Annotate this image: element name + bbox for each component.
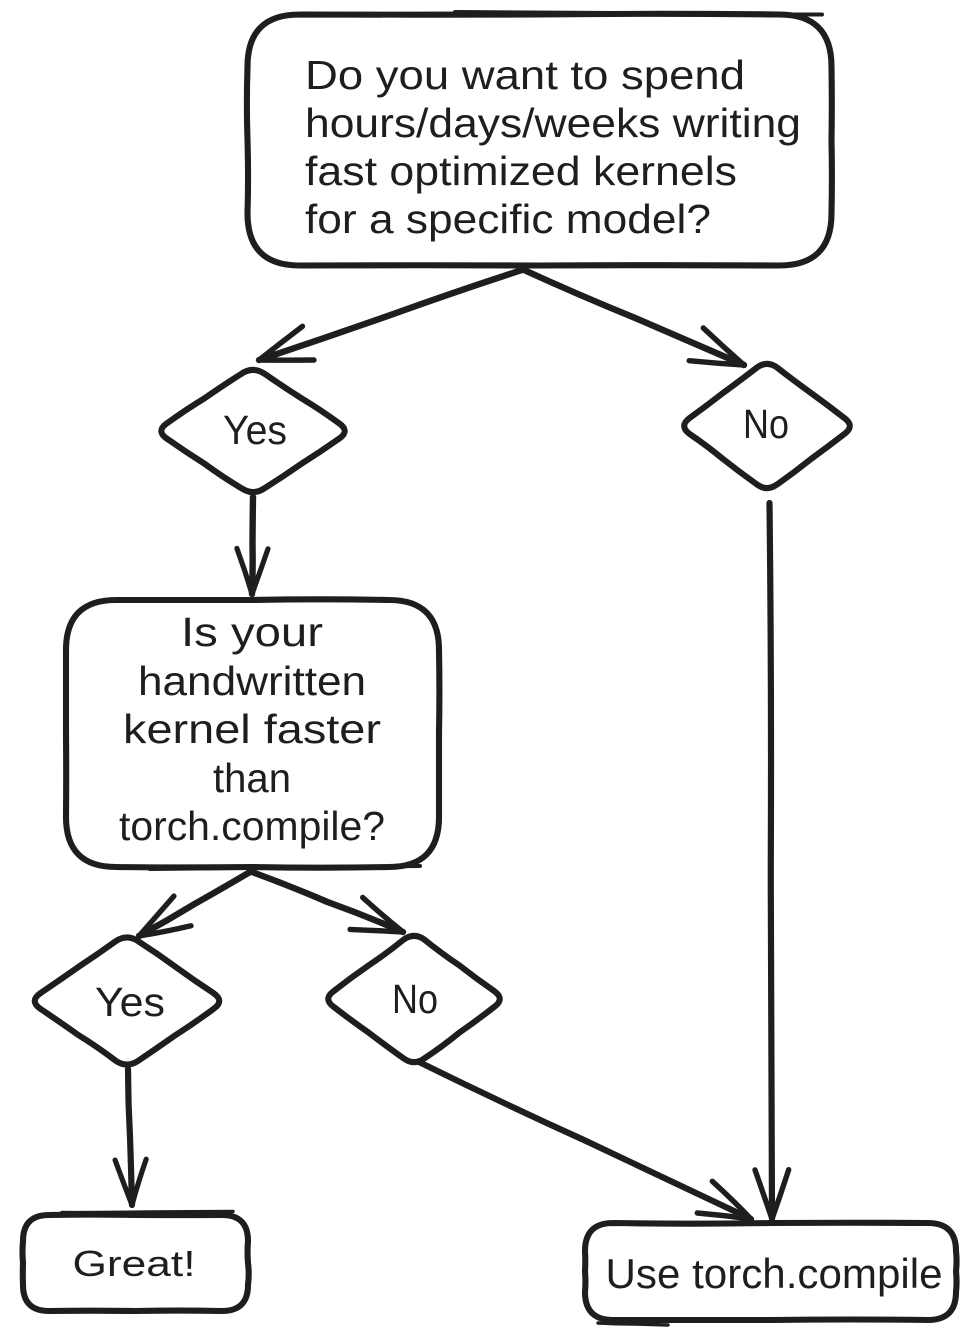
svg-text:Yes: Yes xyxy=(95,979,165,1025)
svg-text:No: No xyxy=(743,401,789,447)
svg-text:kernel faster: kernel faster xyxy=(123,706,381,752)
svg-text:than: than xyxy=(213,755,291,801)
svg-text:Great!: Great! xyxy=(73,1243,196,1284)
svg-text:for a specific model?: for a specific model? xyxy=(305,196,711,242)
svg-text:fast optimized kernels: fast optimized kernels xyxy=(305,148,737,194)
svg-text:torch.compile?: torch.compile? xyxy=(119,803,385,849)
svg-text:hours/days/weeks writing: hours/days/weeks writing xyxy=(305,100,801,146)
svg-text:No: No xyxy=(392,976,438,1022)
svg-text:Yes: Yes xyxy=(223,407,287,453)
svg-text:Use torch.compile: Use torch.compile xyxy=(606,1250,943,1297)
svg-text:handwritten: handwritten xyxy=(138,658,366,704)
svg-text:Is your: Is your xyxy=(181,609,323,655)
svg-text:Do you want to spend: Do you want to spend xyxy=(305,52,745,98)
